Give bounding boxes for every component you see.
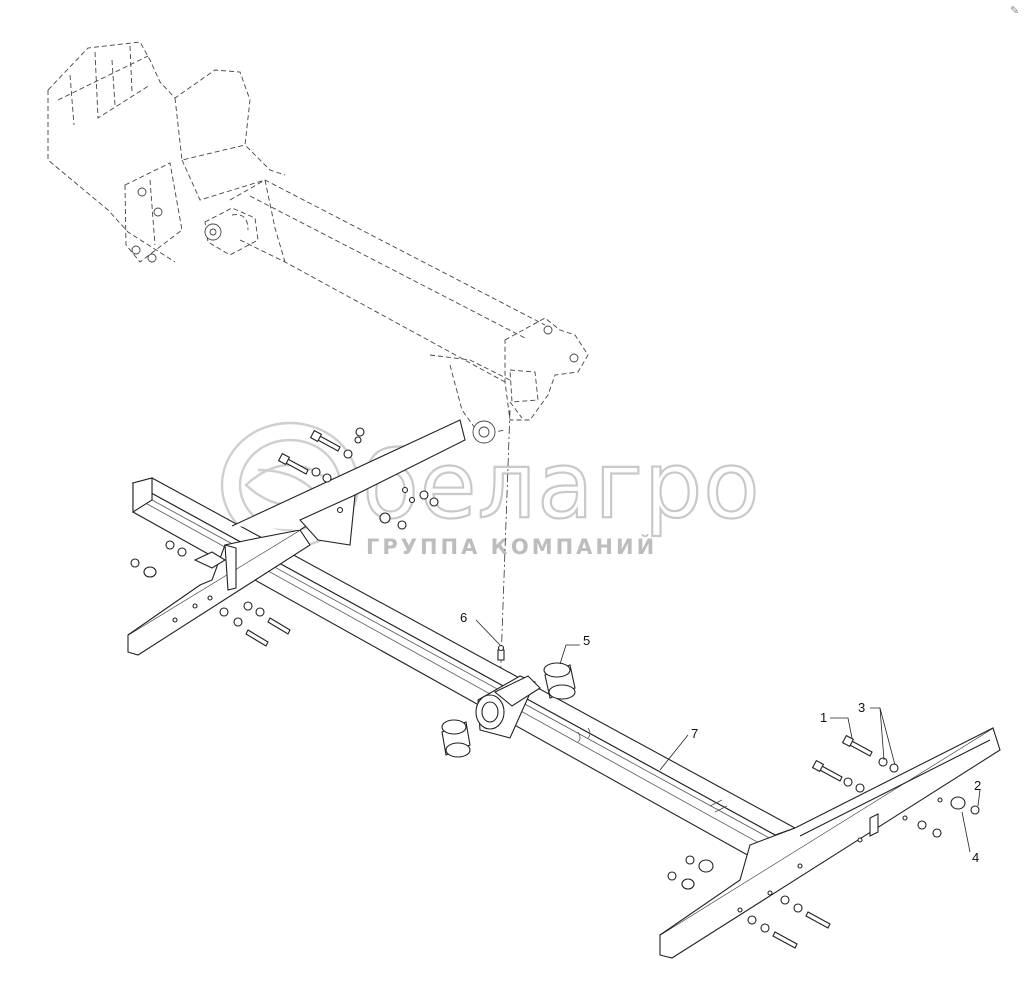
axle-beam [131, 477, 797, 863]
bushing-left [441, 719, 471, 758]
callout-2: 2 [974, 778, 981, 793]
callout-1: 1 [820, 710, 827, 725]
right-step-bracket [659, 727, 1001, 959]
tractor-frame-ghost [47, 41, 589, 444]
callout-5: 5 [583, 633, 590, 648]
corner-mark: ✎ [1010, 5, 1019, 17]
callout-leaders [475, 619, 981, 853]
fasteners-right [667, 734, 980, 949]
frame-bolt-hole-icon [137, 187, 147, 197]
fasteners-upper-left [277, 427, 439, 530]
bushing-5 [543, 662, 576, 700]
watermark-subtitle: ГРУППА КОМПАНИЙ [366, 534, 657, 559]
callout-4: 4 [972, 850, 979, 865]
pivot-axis-line [499, 409, 511, 691]
callout-3: 3 [858, 700, 865, 715]
callout-labels: 1 2 3 4 5 6 7 [460, 610, 981, 865]
left-step-bracket [127, 419, 466, 656]
callout-7: 7 [691, 726, 698, 741]
callout-6: 6 [460, 610, 467, 625]
fasteners-lower-left [130, 540, 291, 647]
grease-fitting-6 [497, 644, 505, 661]
